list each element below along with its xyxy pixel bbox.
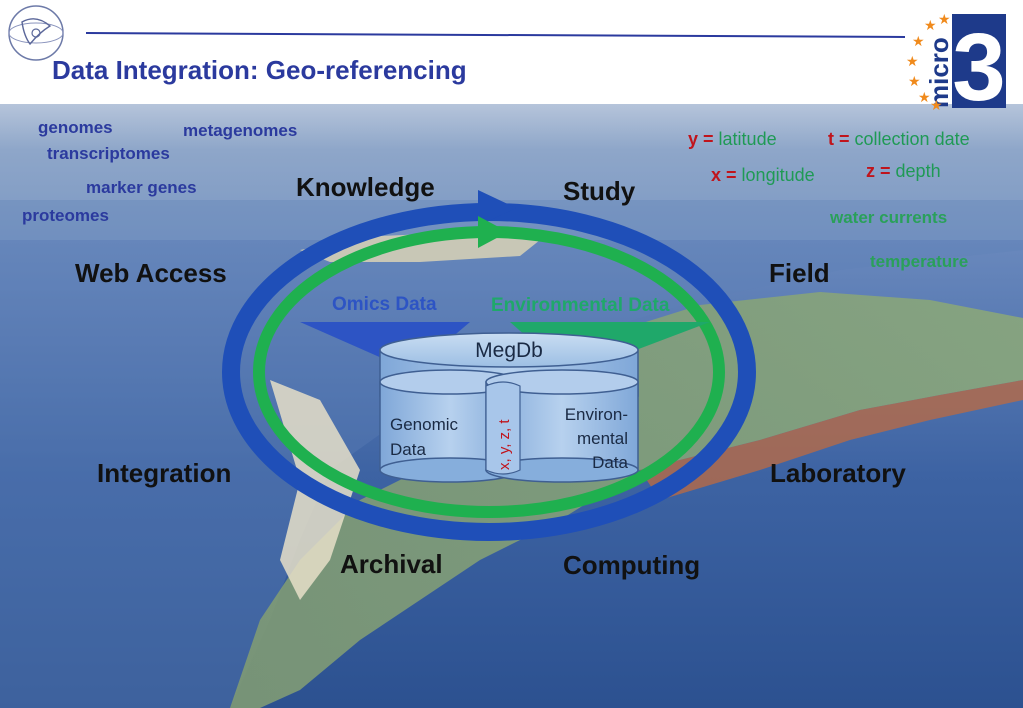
environmental-data-label: Environmental Data — [491, 295, 670, 316]
env-param-water-currents: water currents — [830, 208, 948, 227]
header-background — [0, 0, 1023, 104]
coord-depth: z = depth — [866, 161, 941, 181]
data-type-proteomes: proteomes — [22, 206, 109, 225]
data-type-marker-genes: marker genes — [86, 178, 197, 197]
emblem-icon — [8, 5, 64, 61]
cycle-archival: Archival — [340, 549, 443, 579]
megdb-label: MegDb — [475, 339, 543, 362]
svg-text:★: ★ — [908, 74, 921, 90]
env-label-line1: Environ- — [565, 405, 628, 424]
green-arrowhead — [478, 216, 508, 248]
svg-text:★: ★ — [930, 98, 943, 114]
micro3-logo: 3 micro ★ ★ ★ ★ ★ ★ ★ — [906, 12, 1006, 121]
coordinate-keys-label: x, y, z, t — [496, 419, 513, 470]
island-main — [230, 292, 1023, 708]
svg-text:★: ★ — [938, 12, 951, 28]
megdb-database: MegDb Genomic Data Environ- mental Data … — [379, 332, 639, 483]
cycle-computing: Computing — [563, 550, 701, 580]
page-title: Data Integration: Geo-referencing — [52, 55, 467, 85]
data-type-genomes: genomes — [38, 118, 113, 137]
env-label-line3: Data — [592, 453, 628, 472]
data-type-metagenomes: metagenomes — [183, 121, 298, 140]
cycle-study: Study — [563, 176, 636, 206]
svg-text:★: ★ — [918, 90, 931, 106]
logo-number: 3 — [952, 14, 1005, 121]
coord-longitude: x = longitude — [711, 165, 815, 185]
omics-data-label: Omics Data — [332, 294, 437, 315]
island-cliff — [640, 380, 1023, 500]
blue-arrowhead — [478, 190, 516, 226]
genomic-label-line2: Data — [390, 440, 426, 459]
cycle-knowledge: Knowledge — [296, 172, 435, 202]
svg-text:★: ★ — [924, 18, 937, 34]
header-rule — [85, 32, 906, 38]
logo-text: micro — [924, 37, 954, 108]
cycle-integration: Integration — [97, 458, 232, 488]
cycle-laboratory: Laboratory — [770, 458, 906, 488]
coord-latitude: y = latitude — [688, 129, 777, 149]
svg-text:★: ★ — [912, 34, 925, 50]
env-param-temperature: temperature — [870, 252, 969, 271]
genomic-label-line1: Genomic — [390, 415, 459, 434]
cycle-web-access: Web Access — [75, 258, 227, 288]
data-type-transcriptomes: transcriptomes — [47, 144, 170, 163]
env-label-line2: mental — [577, 429, 628, 448]
svg-text:★: ★ — [906, 54, 919, 70]
cycle-field: Field — [769, 258, 830, 288]
island-land — [0, 200, 1023, 708]
coord-collection-date: t = collection date — [828, 129, 970, 149]
